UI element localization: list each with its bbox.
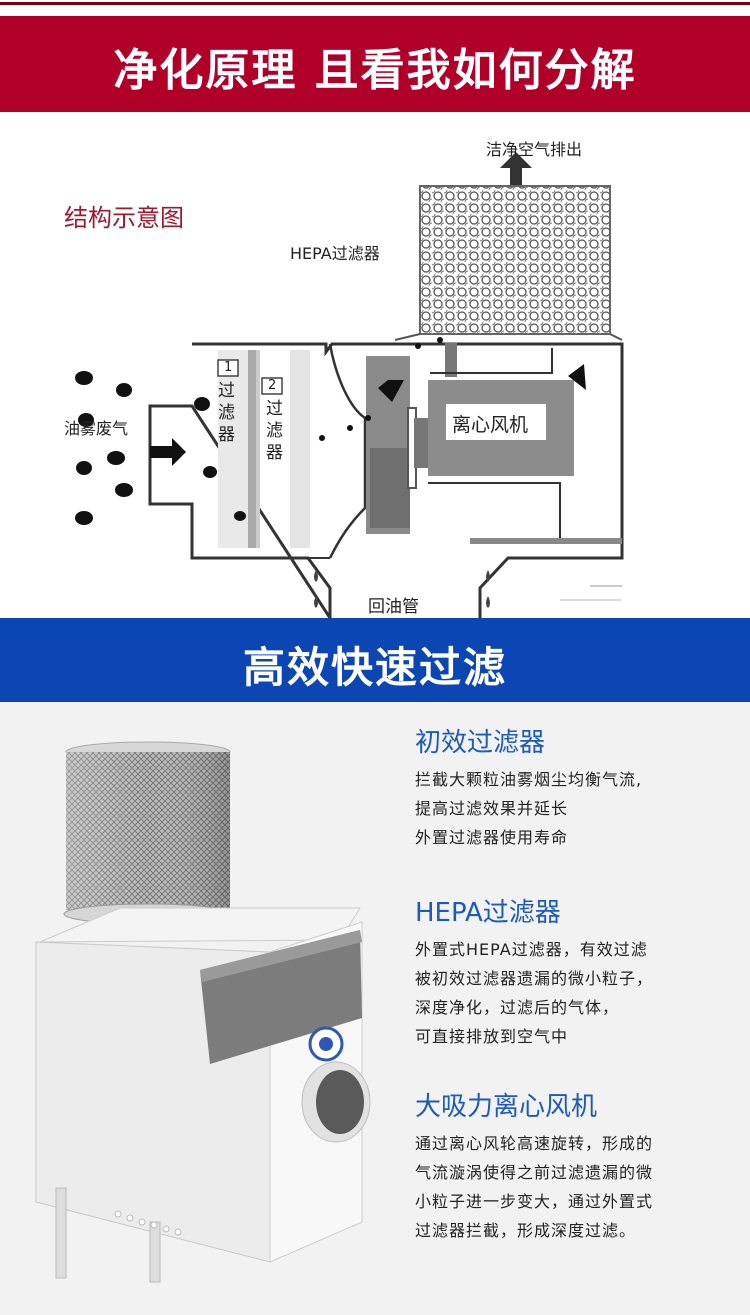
header-top-line: [0, 2, 750, 5]
flow-arrow-1: [378, 380, 404, 402]
header-banner: 净化原理 且看我如何分解: [0, 0, 750, 118]
diagram-heading: 结构示意图: [64, 204, 184, 232]
feature-line: 过滤器拦截，形成深度过滤。: [415, 1221, 637, 1240]
filter-1-strip: [248, 350, 256, 548]
return-pipe-label: 回油管: [368, 597, 419, 617]
feature-title: HEPA过滤器: [415, 898, 561, 928]
feature-line: 通过离心风轮高速旋转，形成的: [415, 1134, 654, 1153]
filter-1-label: 过滤器: [218, 381, 235, 445]
feature-line: 气流漩涡使得之前过滤遗漏的微: [415, 1163, 654, 1182]
hepa-filter-block: [419, 185, 611, 335]
structure-diagram: 结构示意图: [0, 118, 750, 618]
hepa-label: HEPA过滤器: [290, 244, 380, 263]
feature-line: 提高过滤效果并延长: [415, 799, 569, 818]
purifier-illustration: [35, 741, 371, 1283]
feature-hepa-filter: HEPA过滤器 外置式HEPA过滤器，有效过滤 被初效过滤器遗漏的微小粒子， 深…: [415, 892, 735, 1051]
filter-1-number: 1: [224, 360, 233, 375]
feature-title: 初效过滤器: [415, 728, 546, 758]
intake-arrow: [150, 438, 186, 466]
feature-centrifugal-fan: 大吸力离心风机 通过离心风轮高速旋转，形成的 气流漩涡使得之前过滤遗漏的微 小粒…: [415, 1086, 735, 1245]
feature-line: 拦截大颗粒油雾烟尘均衡气流,: [415, 770, 643, 789]
feature-line: 小粒子进一步变大，通过外置式: [415, 1192, 654, 1211]
header-bar: 净化原理 且看我如何分解: [0, 16, 750, 112]
clean-air-arrow: [500, 152, 532, 186]
feature-line: 被初效过滤器遗漏的微小粒子，: [415, 969, 654, 988]
fan-label: 离心风机: [452, 414, 529, 436]
clean-air-label: 洁净空气排出: [486, 140, 583, 159]
diagram-drawing: [75, 152, 624, 618]
oil-mist-label: 油雾废气: [64, 419, 129, 438]
filter-2-label: 过滤器: [266, 399, 283, 463]
feature-description: 外置式HEPA过滤器，有效过滤 被初效过滤器遗漏的微小粒子， 深度净化，过滤后的…: [415, 935, 735, 1051]
oil-particles: [75, 337, 443, 525]
header-title: 净化原理 且看我如何分解: [113, 45, 637, 96]
feature-description: 拦截大颗粒油雾烟尘均衡气流, 提高过滤效果并延长 外置过滤器使用寿命: [415, 765, 735, 852]
flow-arrow-2: [568, 364, 586, 390]
filter-2-number: 2: [268, 378, 277, 393]
feature-primary-filter: 初效过滤器 拦截大颗粒油雾烟尘均衡气流, 提高过滤效果并延长 外置过滤器使用寿命: [415, 722, 735, 852]
feature-line: 可直接排放到空气中: [415, 1027, 569, 1046]
section-title: 高效快速过滤: [242, 643, 507, 692]
section-banner: 高效快速过滤: [0, 618, 750, 702]
feature-line: 外置式HEPA过滤器，有效过滤: [415, 940, 648, 959]
feature-line: 外置过滤器使用寿命: [415, 828, 569, 847]
feature-title: 大吸力离心风机: [415, 1092, 598, 1122]
feature-line: 深度净化，过滤后的气体，: [415, 998, 620, 1017]
product-section: 初效过滤器 拦截大颗粒油雾烟尘均衡气流, 提高过滤效果并延长 外置过滤器使用寿命…: [0, 702, 750, 1315]
filter-2-strip: [290, 350, 310, 548]
feature-description: 通过离心风轮高速旋转，形成的 气流漩涡使得之前过滤遗漏的微 小粒子进一步变大，通…: [415, 1129, 735, 1245]
